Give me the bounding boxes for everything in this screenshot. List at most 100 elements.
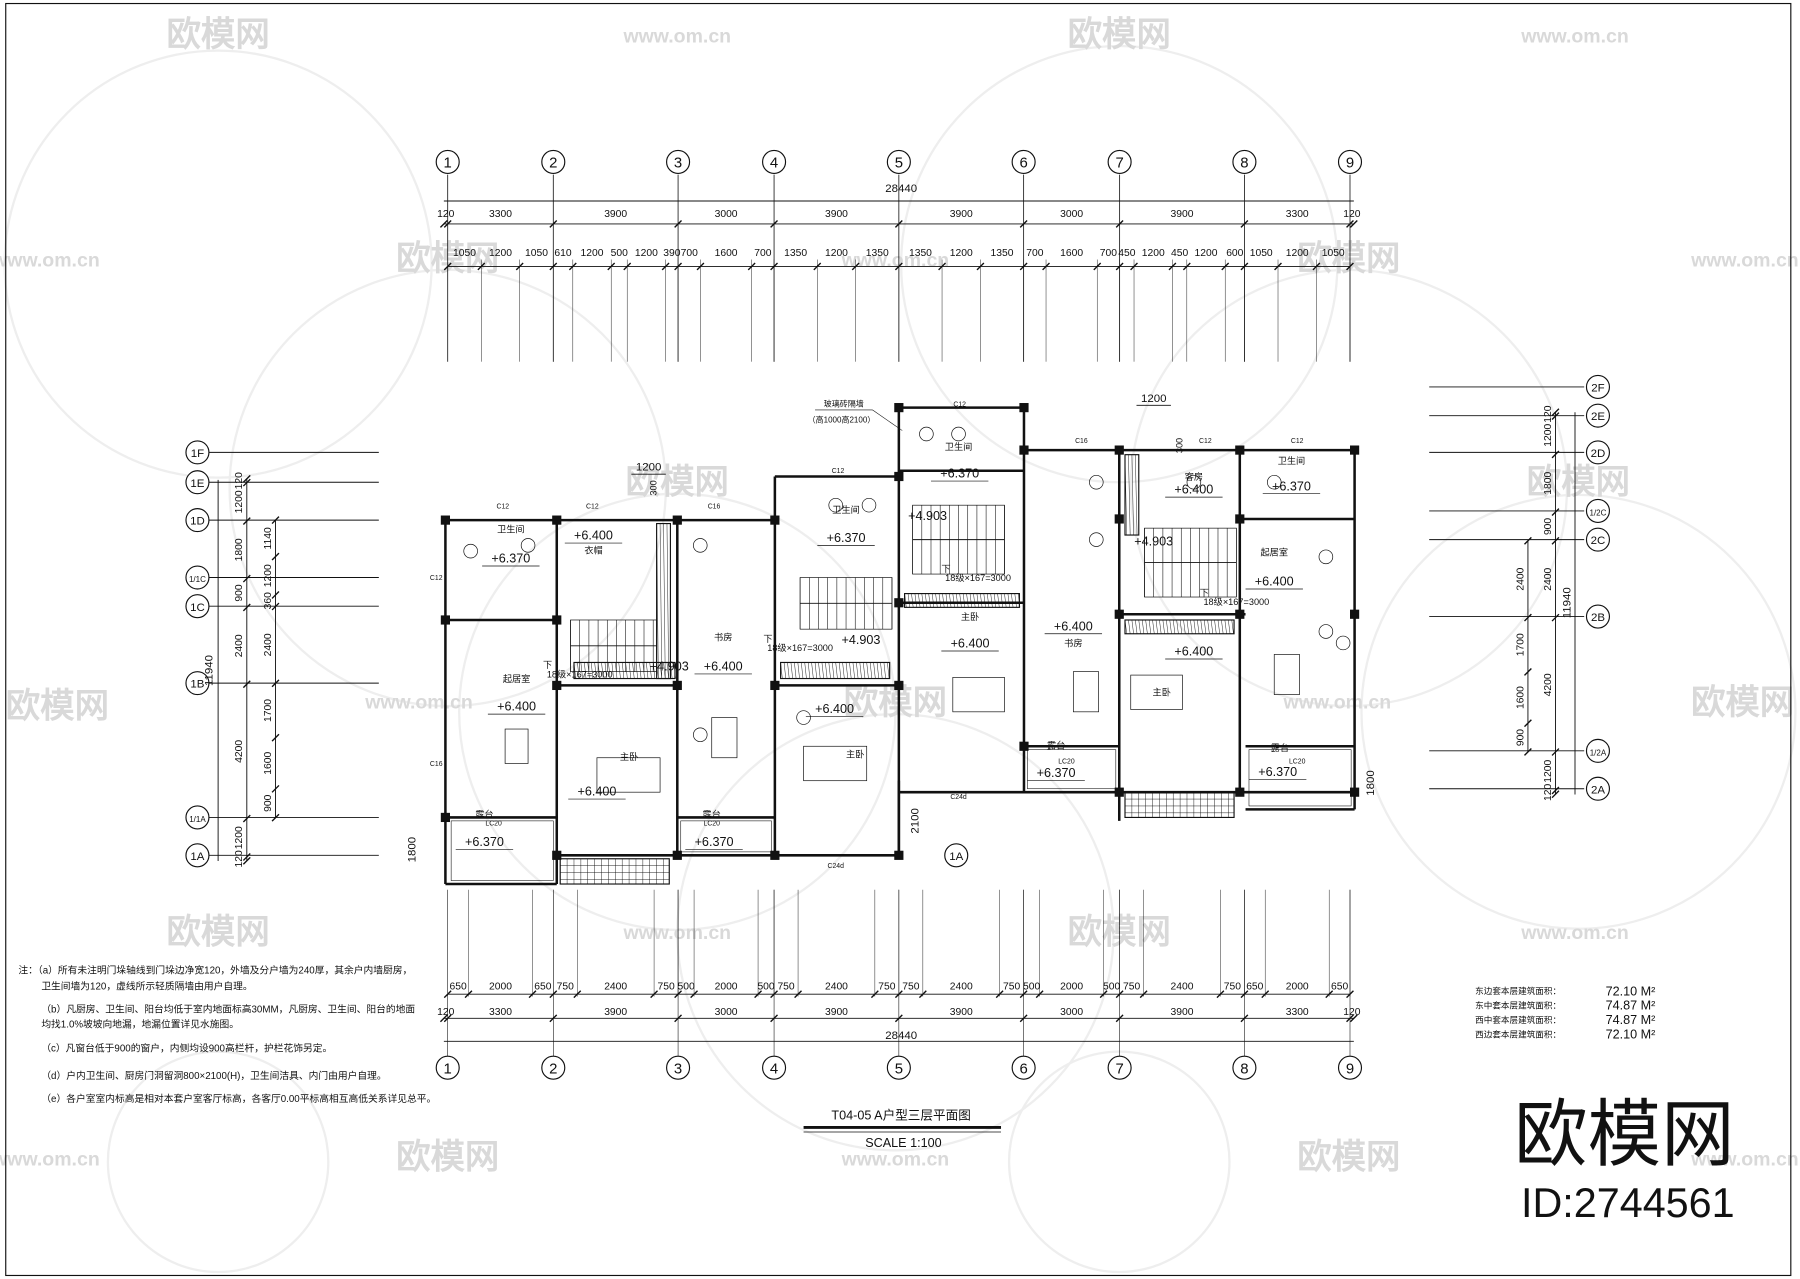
wardrobe-hatch [880, 662, 883, 679]
detail-dimension-value: 1350 [784, 248, 807, 259]
axis-bubble [1585, 498, 1611, 523]
left-dimension-value: 1800 [234, 538, 245, 561]
wardrobe-hatch [628, 662, 632, 679]
dimension-tick [271, 591, 280, 599]
general-note: 均找1.0%坡坡向地漏，地漏位置详见水施图。 [41, 1018, 239, 1031]
detail-dimension-value: 1200 [1195, 248, 1218, 259]
room-elevation: +6.400 [704, 659, 743, 673]
dimension-tick [894, 220, 903, 228]
right-dimension-value: 2400 [1543, 567, 1554, 590]
dimension-tick [443, 220, 452, 228]
dimension-tick [271, 733, 280, 742]
detail-dimension-value: 1200 [581, 248, 604, 259]
watermark-circle [1360, 493, 1797, 930]
dimension-value: 1800 [407, 837, 419, 863]
fixture-icon [520, 538, 536, 553]
wardrobe-hatch [604, 662, 607, 679]
dimension-tick [770, 220, 778, 228]
detail-dimension-value: 700 [1100, 248, 1117, 259]
structural-column [552, 850, 562, 860]
room-name: 卫生间 [945, 441, 973, 452]
left-dimension-value: 2400 [263, 633, 274, 656]
drawing-scale: SCALE 1:100 [865, 1136, 941, 1150]
axis-label: 1D [190, 516, 205, 528]
axis-label: 1A [190, 851, 204, 863]
fixture-icon [828, 497, 843, 513]
axis-label: 3 [674, 1060, 682, 1077]
detail-dimension-value: 450 [1171, 248, 1188, 259]
dimension-value: 1800 [1365, 770, 1377, 796]
wardrobe-hatch [639, 662, 642, 679]
dimension-tick [1349, 1014, 1358, 1023]
structural-column [1235, 514, 1245, 524]
axis-bubble [1585, 738, 1611, 763]
structural-column [1350, 445, 1360, 455]
bay-dimension-value: 3900 [604, 1007, 627, 1018]
right-dimension-value: 1200 [1543, 759, 1554, 782]
dimension-tick [1240, 220, 1249, 228]
wardrobe-hatch [1200, 619, 1203, 634]
furniture [1130, 674, 1183, 710]
wardrobe-hatch [656, 523, 659, 679]
axis-label: 3 [674, 155, 682, 172]
wardrobe-hatch [973, 593, 976, 608]
wardrobe-hatch [804, 662, 807, 679]
room-name: 衣帽 [584, 544, 602, 555]
room-name: 书房 [714, 632, 732, 643]
dimension-tick [770, 1014, 778, 1023]
wardrobe-hatch [663, 662, 666, 679]
axis-label: 7 [1115, 155, 1123, 172]
wardrobe-hatch [594, 662, 597, 679]
axis-bubble [185, 440, 210, 465]
bay-dimension-value: 3000 [1060, 1007, 1083, 1018]
dimension-tick [1346, 1014, 1354, 1023]
room-name: 主卧 [961, 611, 979, 622]
structural-column [1114, 514, 1124, 524]
detail-dimension-value: 1200 [825, 248, 848, 259]
structural-column [1114, 445, 1124, 455]
axis-label: 4 [770, 155, 778, 172]
dimension-tick [439, 1014, 448, 1023]
wardrobe-hatch [835, 662, 838, 679]
watermark-url: www.om.cn [0, 1148, 100, 1170]
wardrobe-hatch [577, 662, 580, 679]
dimension-tick [1019, 220, 1028, 228]
axis-bubble [666, 1055, 691, 1080]
axis-bubble [185, 843, 210, 868]
structural-column [770, 850, 780, 860]
axis-bubble [1232, 1055, 1257, 1080]
bay-dimension-value: 3000 [1060, 209, 1083, 220]
detail-dimension-value: 1050 [453, 248, 476, 259]
wardrobe-hatch [914, 593, 917, 608]
detail-dimension-value: 500 [1103, 982, 1120, 993]
window-label: C12 [1291, 438, 1304, 445]
overall-depth: 11940 [1561, 587, 1573, 618]
wardrobe-hatch [849, 662, 852, 679]
wardrobe-hatch [976, 593, 979, 608]
area-label: 西中套本层建筑面积： [1475, 1014, 1561, 1025]
wardrobe-hatch [783, 662, 787, 679]
axis-bubble [1107, 1055, 1132, 1080]
watermark-circle [1007, 1050, 1231, 1274]
wardrobe-hatch [1231, 619, 1234, 634]
wardrobe-hatch [1128, 619, 1131, 634]
wardrobe-hatch [1011, 593, 1014, 608]
overall-dimension: 28440 [885, 1030, 917, 1042]
dimension-value: 2100 [909, 808, 921, 834]
bay-dimension-value: 3300 [489, 209, 512, 220]
left-dimension-value: 1700 [263, 699, 274, 722]
wardrobe-hatch [928, 593, 931, 608]
wardrobe-hatch [1135, 619, 1138, 634]
axis-label: 2 [549, 1060, 557, 1077]
detail-dimension-value: 700 [1026, 248, 1043, 259]
dimension-tick [549, 220, 558, 228]
dimension-tick [1551, 408, 1560, 417]
detail-dimension-value: 500 [1023, 982, 1040, 993]
fixture-icon [919, 426, 934, 442]
dimension-value: 1200 [1141, 393, 1167, 405]
watermark-brand: 欧模网 [166, 914, 269, 952]
axis-bubble [541, 149, 566, 175]
left-dimension-value: 1200 [234, 490, 245, 513]
wardrobe-hatch [659, 662, 663, 679]
structural-column [770, 515, 780, 525]
